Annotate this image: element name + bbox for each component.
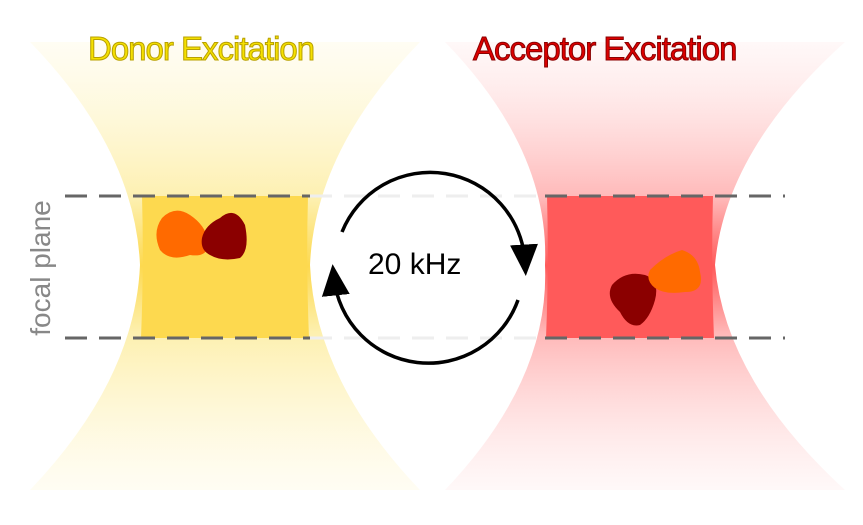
acceptor-focal-band (546, 196, 714, 338)
frequency-label: 20 kHz (368, 248, 462, 281)
arrow-to-donor-icon (321, 264, 520, 365)
donor-title: Donor Excitation (87, 30, 315, 68)
donor-fluorophore-icon (156, 210, 209, 258)
focal-plane-lines (65, 194, 785, 340)
arrow-to-acceptor-icon (340, 170, 538, 276)
donor-fluorophore-icon (648, 250, 701, 293)
focal-plane-label: focal plane (25, 200, 56, 336)
acceptor-fluorophore-icon (609, 273, 657, 326)
acceptor-fluorophore-icon (201, 212, 247, 260)
acceptor-title: Acceptor Excitation (472, 30, 737, 68)
